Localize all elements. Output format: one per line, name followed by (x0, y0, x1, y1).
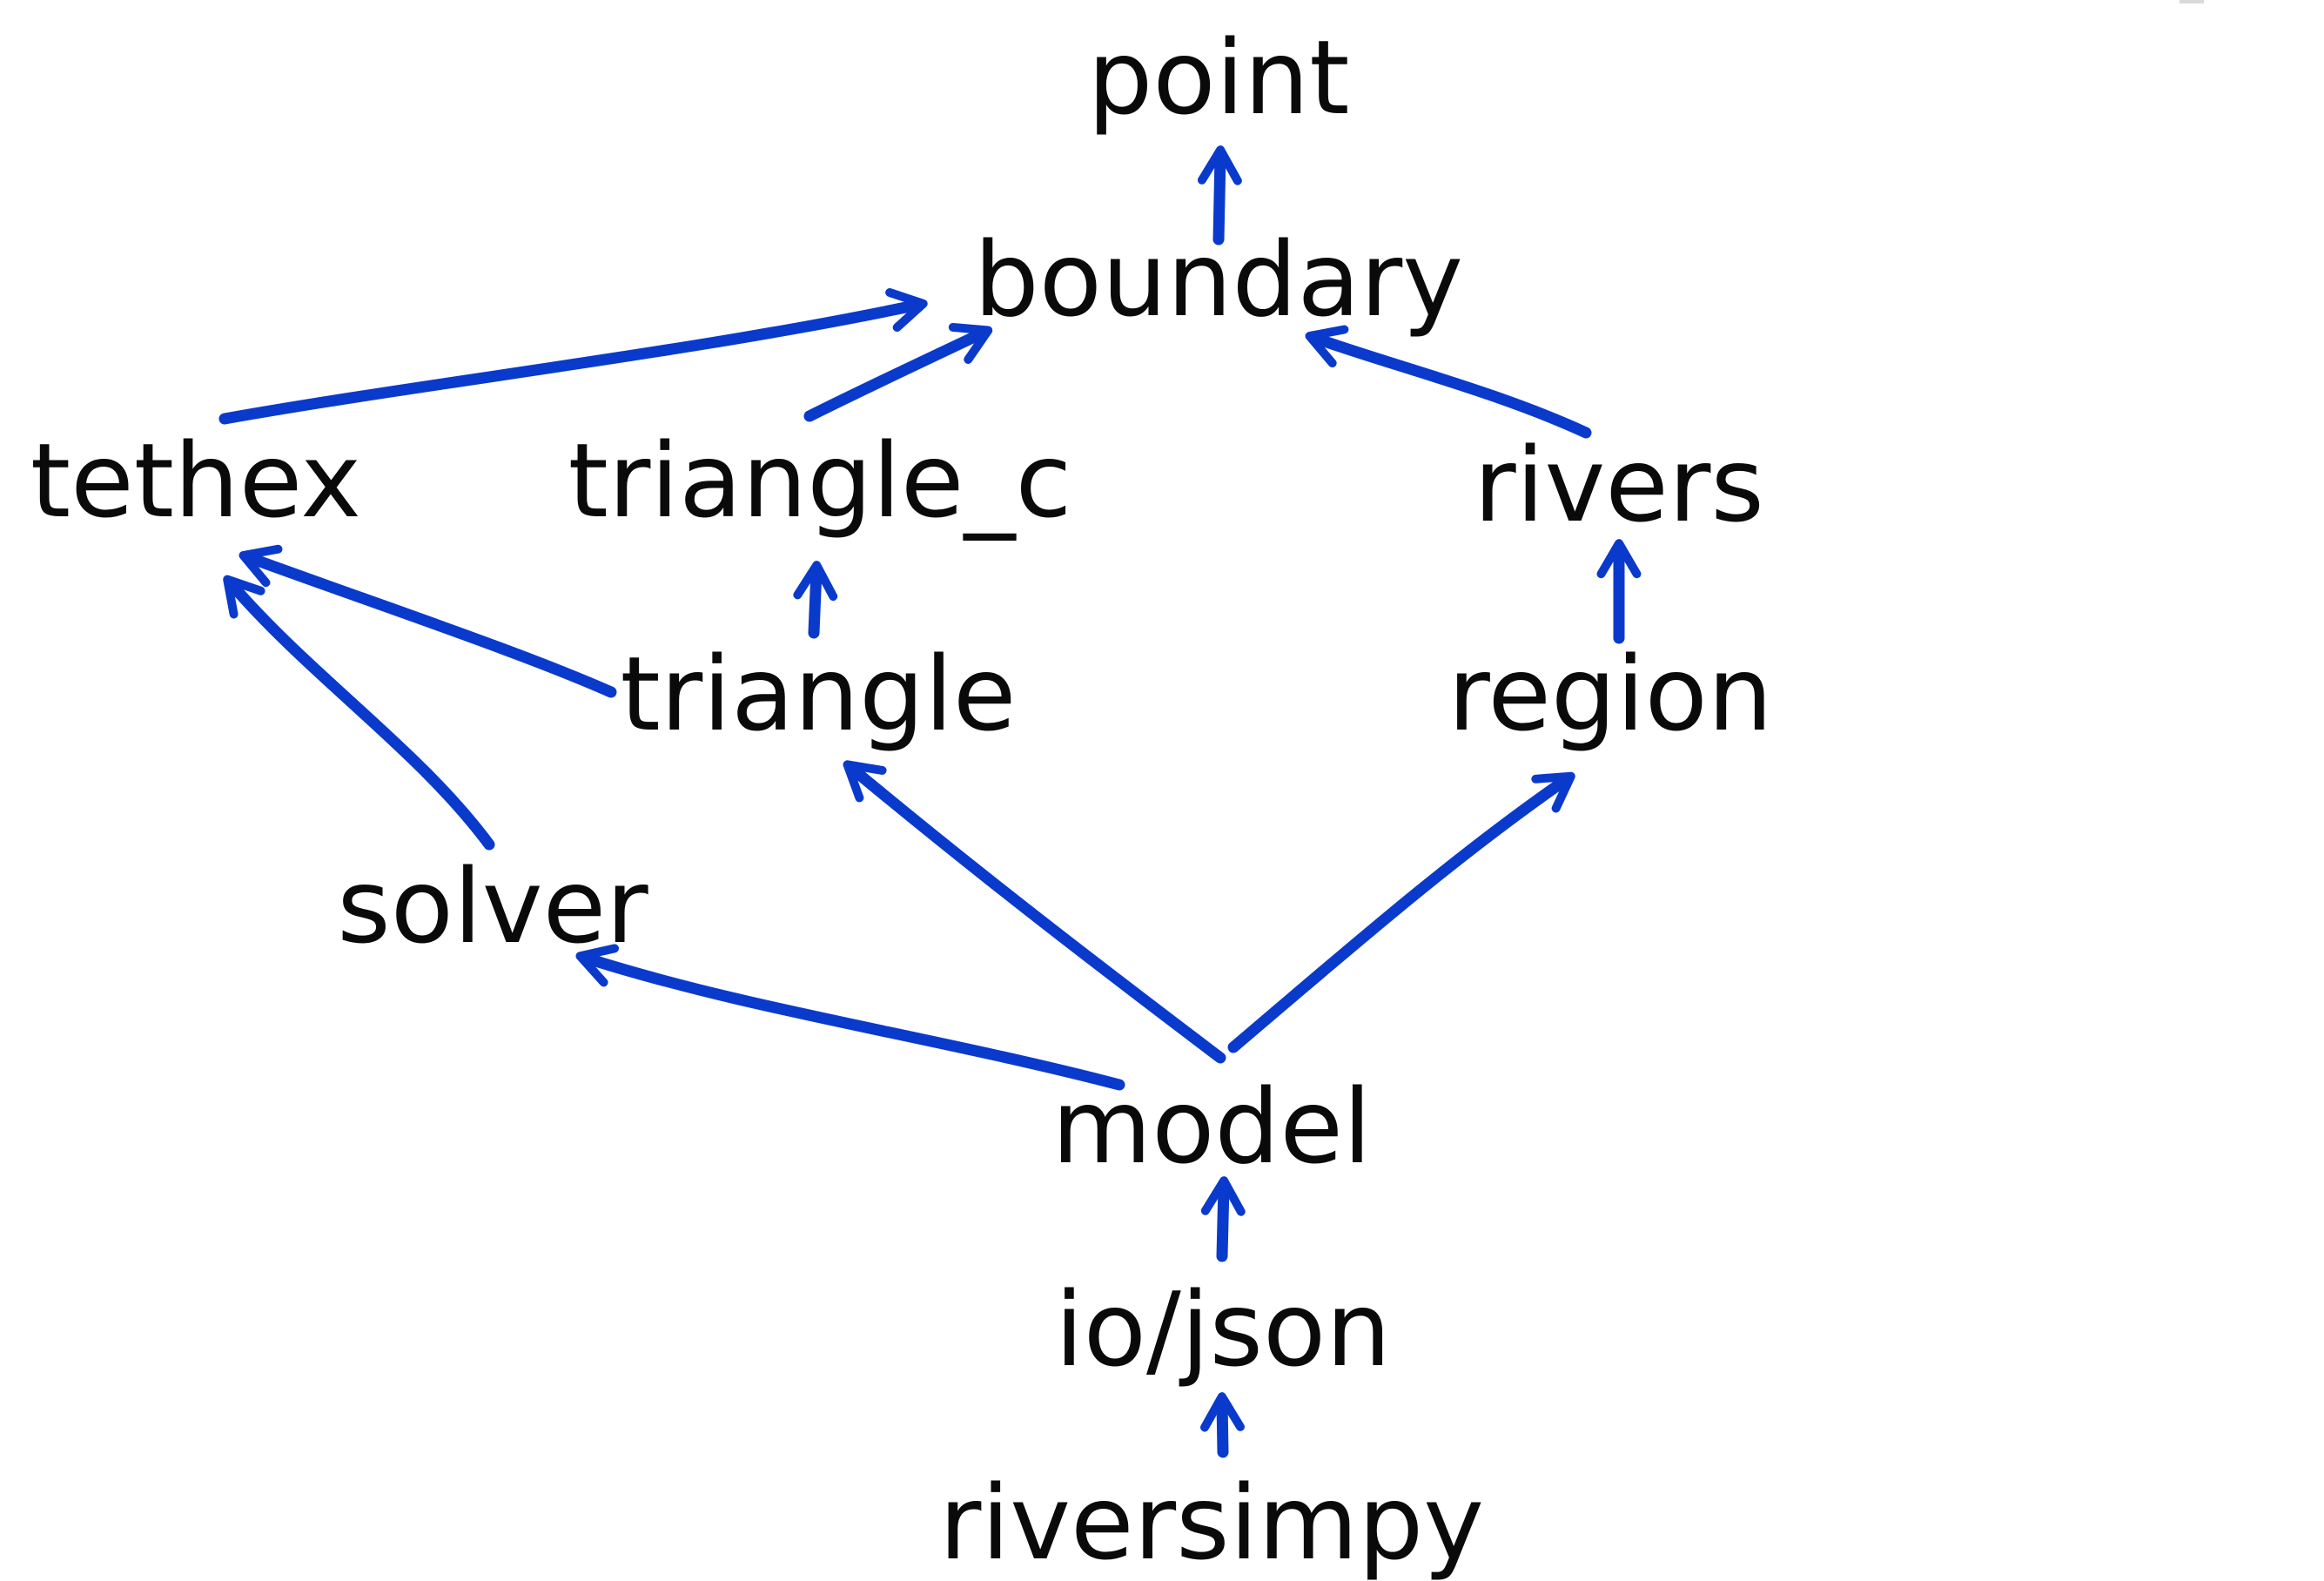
node-rivers: rivers (1474, 425, 1764, 545)
edge-io_json-to-model (1200, 1176, 1246, 1262)
edge-boundary-to-point (1197, 145, 1242, 246)
node-io_json: io/json (1055, 1269, 1391, 1389)
node-boundary: boundary (974, 219, 1463, 340)
node-solver: solver (337, 846, 648, 966)
node-region: region (1447, 634, 1772, 754)
edge-triangle_c-to-boundary (803, 322, 993, 422)
edge-model-to-solver (575, 944, 1125, 1091)
node-triangle_c: triangle_c (568, 420, 1072, 541)
edge-rivers-to-boundary (1305, 325, 1592, 439)
edge-model-to-region (1227, 771, 1575, 1053)
edge-triangle-to-tethex (238, 544, 617, 698)
edges (218, 145, 1642, 1458)
node-point: point (1088, 17, 1350, 138)
edge-triangle-to-triangle_c (793, 561, 838, 639)
edge-model-to-triangle (843, 760, 1226, 1064)
corner-mark (2180, 0, 2204, 3)
node-model: model (1051, 1066, 1371, 1187)
edge-solver-to-tethex (223, 575, 495, 851)
edge-tethex-to-boundary (218, 288, 928, 425)
nodes: point boundary tethex triangle_c rivers … (30, 17, 1773, 1581)
node-tethex: tethex (30, 420, 361, 541)
edge-riversimpy-to-io_json (1200, 1392, 1245, 1458)
node-triangle: triangle (621, 634, 1017, 754)
node-riversimpy: riversimpy (939, 1463, 1484, 1581)
